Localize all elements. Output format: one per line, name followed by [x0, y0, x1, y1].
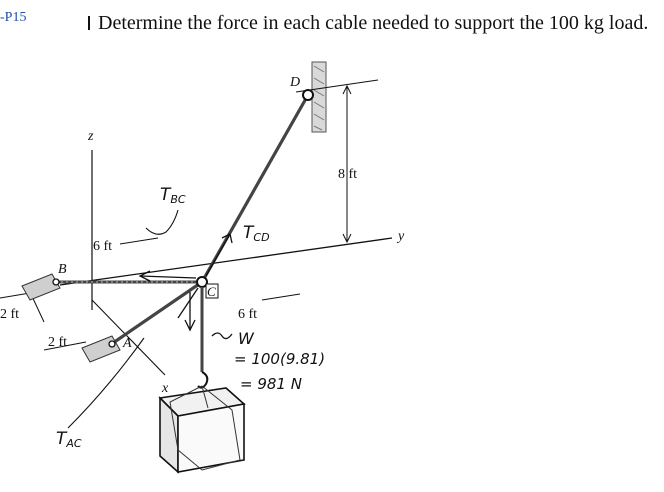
dim-2ft-lower-label: 2 ft: [48, 335, 67, 350]
pin-d: [302, 89, 314, 101]
point-c-label: C: [207, 284, 216, 299]
point-c-box: [205, 283, 219, 299]
w-equation-line1: = 100(9.81): [234, 350, 325, 368]
x-axis-line: [91, 299, 166, 376]
problem-statement-text: Determine the force in each cable needed…: [98, 12, 649, 34]
dimension-6ft-top: [119, 237, 159, 245]
y-axis-label: y: [396, 229, 405, 244]
bracket-b: [21, 273, 61, 301]
dimension-2ft-lower: [43, 341, 87, 351]
dim-2ft-left-label: 2 ft: [0, 307, 19, 322]
dim-8ft-label: 8 ft: [338, 167, 357, 182]
arrow-t-ac: [177, 287, 199, 319]
t-cd-label: TCD: [243, 223, 270, 244]
dimension-8ft: [342, 84, 352, 244]
arrow-t-bc: [138, 270, 197, 282]
bracket-a: [81, 335, 121, 363]
t-bc-label: TBC: [160, 185, 186, 206]
point-a-label: A: [122, 336, 132, 351]
t-ac-label: TAC: [56, 429, 82, 450]
dim-6ft-top-label: 6 ft: [93, 239, 112, 254]
arrow-t-cd: [205, 233, 233, 277]
hook: [197, 371, 209, 389]
w-label: W: [238, 329, 255, 348]
problem-statement: Determine the force in each cable needed…: [88, 12, 648, 35]
crate-load: [158, 385, 246, 474]
dimension-6ft-c: [261, 293, 301, 301]
t-bc-leader: [145, 209, 179, 235]
wall-support-d: [311, 61, 327, 133]
w-equation-line2: = 981 N: [240, 375, 302, 393]
z-axis-label: z: [87, 129, 94, 144]
point-b-label: B: [58, 262, 67, 277]
cable-ac: [109, 280, 203, 347]
t-ac-leader: [67, 337, 145, 429]
y-axis-line: [59, 237, 393, 286]
point-d-label: D: [289, 75, 300, 90]
dim-6ft-c-label: 6 ft: [238, 307, 257, 322]
arrow-w: [184, 292, 196, 332]
problem-number: -P15: [0, 10, 27, 25]
x-axis-label: x: [161, 381, 169, 396]
w-squiggle: [211, 332, 233, 340]
text-cursor-mark: [88, 16, 90, 30]
